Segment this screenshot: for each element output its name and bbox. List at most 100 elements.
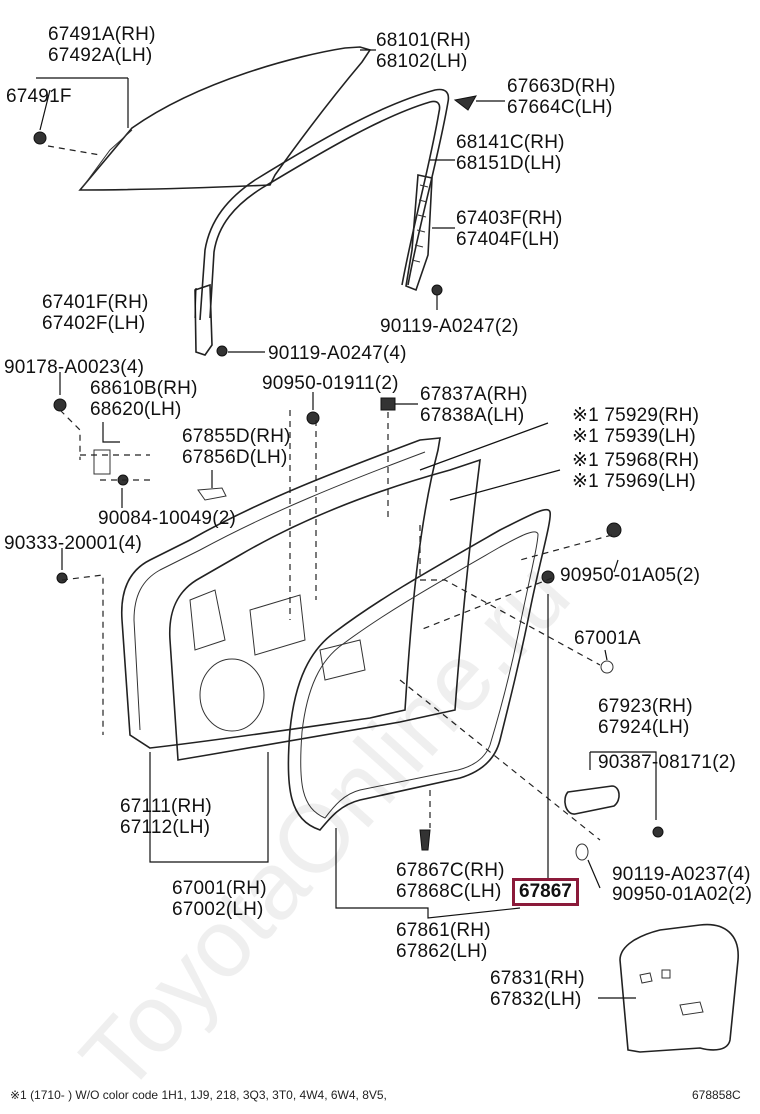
highlight-part-box[interactable]: 67867 xyxy=(512,878,579,906)
part-number: ※1 75939(LH) xyxy=(572,426,696,447)
door-outer-panel xyxy=(120,437,441,749)
part-number: ※1 75969(LH) xyxy=(572,471,696,492)
part-number: 67002(LH) xyxy=(172,899,264,920)
rear-channel-detail xyxy=(411,184,429,263)
bolt-67491F xyxy=(33,131,47,145)
part-label-p13[interactable]: 67837A(RH)67838A(LH) xyxy=(420,384,528,426)
part-number: 67832(LH) xyxy=(490,989,582,1010)
bolt-90119-upper xyxy=(431,284,443,296)
part-number: 67663D(RH) xyxy=(507,76,616,97)
part-label-p17[interactable]: 90084-10049(2) xyxy=(98,508,236,529)
clip-67867C xyxy=(419,829,431,851)
door-outer-inner-line xyxy=(133,451,426,731)
part-number: 68141C(RH) xyxy=(456,132,565,153)
clip-67837A xyxy=(380,397,396,411)
part-number: 67867C(RH) xyxy=(396,860,505,881)
part-number: 90084-10049(2) xyxy=(98,508,237,529)
part-number: 68101(RH) xyxy=(376,30,471,51)
part-number: 67403F(RH) xyxy=(456,208,563,229)
part-number: 90950-01911(2) xyxy=(262,373,399,394)
part-label-p14[interactable]: 67855D(RH)67856D(LH) xyxy=(182,426,291,468)
part-number: 67111(RH) xyxy=(120,796,212,817)
part-number: 67837A(RH) xyxy=(420,384,528,405)
bracket-67855D xyxy=(197,487,227,501)
part-number: 68151D(LH) xyxy=(456,153,562,174)
glass-run-outer xyxy=(199,88,450,321)
part-number: 90950-01A02(2) xyxy=(612,884,753,905)
part-label-p5[interactable]: 68141C(RH)68151D(LH) xyxy=(456,132,565,174)
part-label-p7[interactable]: 67401F(RH)67402F(LH) xyxy=(42,292,149,334)
dashed-guides xyxy=(47,145,613,841)
part-number: 67861(RH) xyxy=(396,920,491,941)
part-label-p24[interactable]: 67867C(RH)67868C(LH) xyxy=(396,860,505,902)
part-label-p3[interactable]: 68101(RH)68102(LH) xyxy=(376,30,471,72)
plug-90333 xyxy=(56,572,68,584)
part-label-p27[interactable]: 67001(RH)67002(LH) xyxy=(172,878,267,920)
part-number: 67001A xyxy=(574,628,641,649)
part-number: 68102(LH) xyxy=(376,51,468,72)
clip-90950-01911 xyxy=(306,411,320,425)
part-label-p29[interactable]: 67831(RH)67832(LH) xyxy=(490,968,585,1010)
part-number: 67855D(RH) xyxy=(182,426,291,447)
cover-holes xyxy=(639,969,704,1016)
part-label-p4[interactable]: 67663D(RH)67664C(LH) xyxy=(507,76,616,118)
part-label-p12[interactable]: 90950-01911(2) xyxy=(262,373,399,394)
part-number: 67838A(LH) xyxy=(420,405,525,426)
part-label-p15[interactable]: ※1 75929(RH)※1 75939(LH) xyxy=(572,405,699,447)
part-label-p16[interactable]: ※1 75968(RH)※1 75969(LH) xyxy=(572,450,699,492)
part-label-p11[interactable]: 68610B(RH)68620(LH) xyxy=(90,378,198,420)
part-label-p6[interactable]: 67403F(RH)67404F(LH) xyxy=(456,208,563,250)
service-hole-large xyxy=(199,658,265,732)
part-number: 67868C(LH) xyxy=(396,881,502,902)
door-inner-detail xyxy=(189,589,366,681)
hinge-68610B xyxy=(93,449,111,475)
part-number: 67112(LH) xyxy=(120,817,211,838)
part-number: ※1 75968(RH) xyxy=(572,450,700,471)
weatherstrip xyxy=(287,508,552,831)
glass-run-inner xyxy=(209,100,441,319)
part-label-p19[interactable]: 90950-01A05(2) xyxy=(560,565,700,586)
part-number: 67923(RH) xyxy=(598,696,693,717)
plug-67001A xyxy=(600,660,614,674)
part-number: 90178-A0023(4) xyxy=(4,357,145,378)
part-label-p9[interactable]: 90119-A0247(4) xyxy=(268,343,407,364)
part-label-p25[interactable]: 90119-A0237(4) xyxy=(612,864,751,885)
part-label-p10[interactable]: 90178-A0023(4) xyxy=(4,357,144,378)
part-label-p18[interactable]: 90333-20001(4) xyxy=(4,533,142,554)
part-number: 67491F xyxy=(6,86,72,107)
part-number: 67862(LH) xyxy=(396,941,488,962)
part-label-p26[interactable]: 90950-01A02(2) xyxy=(612,884,752,905)
part-label-p22[interactable]: 90387-08171(2) xyxy=(598,752,736,773)
part-number: 67491A(RH) xyxy=(48,24,156,45)
part-label-p28[interactable]: 67861(RH)67862(LH) xyxy=(396,920,491,962)
door-glass xyxy=(78,46,372,191)
weatherstrip-inner xyxy=(300,531,539,819)
bolt-90178 xyxy=(53,398,67,412)
part-number: ※1 75929(RH) xyxy=(572,405,700,426)
part-number: 90119-A0247(4) xyxy=(268,343,407,364)
part-label-p21[interactable]: 67923(RH)67924(LH) xyxy=(598,696,693,738)
part-number: 67402F(LH) xyxy=(42,313,146,334)
part-number: 67856D(LH) xyxy=(182,447,288,468)
part-label-p2[interactable]: 67491F xyxy=(6,86,72,107)
part-label-p23[interactable]: 67111(RH)67112(LH) xyxy=(120,796,212,838)
diagram-code: 678858C xyxy=(692,1088,741,1102)
part-number: 90950-01A05(2) xyxy=(560,565,701,586)
bolt-90119-front xyxy=(216,345,228,357)
front-channel xyxy=(194,283,213,356)
part-number: 67924(LH) xyxy=(598,717,690,738)
clip-90950-01A05-b xyxy=(541,570,555,584)
part-label-p1[interactable]: 67491A(RH)67492A(LH) xyxy=(48,24,156,66)
part-number: 67401F(RH) xyxy=(42,292,149,313)
bolt-90119-A0237 xyxy=(652,826,664,838)
part-label-p8[interactable]: 90119-A0247(2) xyxy=(380,316,519,337)
door-handle xyxy=(564,785,620,815)
corner-piece xyxy=(453,95,477,111)
leader-lines xyxy=(36,49,657,999)
part-number: 67001(RH) xyxy=(172,878,267,899)
part-number: 67404F(LH) xyxy=(456,229,560,250)
part-number: 67492A(LH) xyxy=(48,45,153,66)
part-label-p20[interactable]: 67001A xyxy=(574,628,641,649)
glass-lower-channel xyxy=(81,129,133,189)
